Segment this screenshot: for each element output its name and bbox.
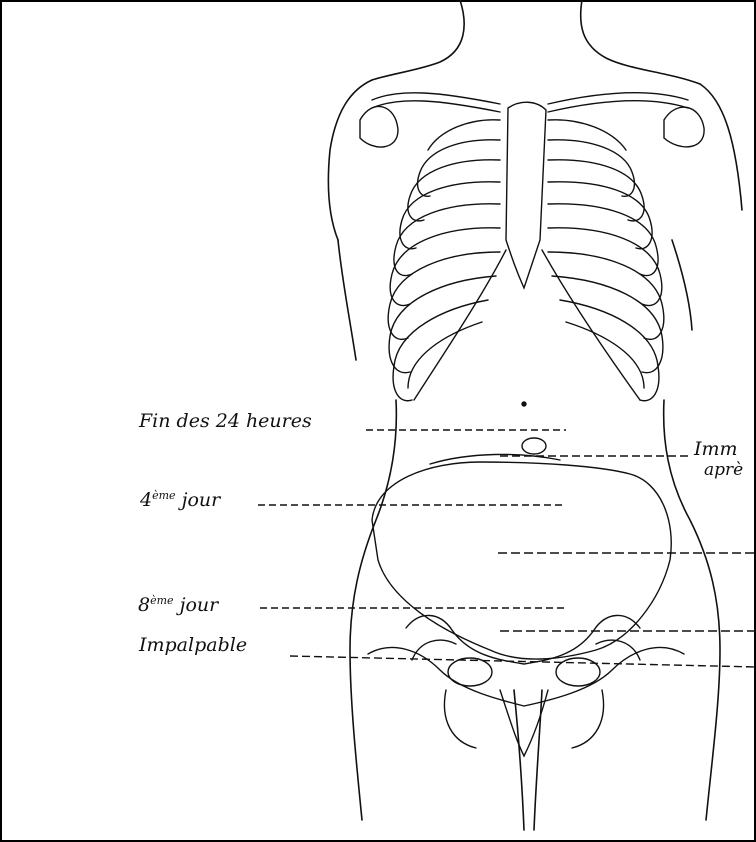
- body-outline: [328, 0, 742, 830]
- label-8eme-word: jour: [180, 594, 219, 616]
- label-8eme-superscript: ème: [150, 594, 173, 607]
- label-fin-24-heures: Fin des 24 heures: [139, 412, 312, 431]
- skeleton: [360, 93, 704, 756]
- label-4eme-jour: 4ème jour: [140, 490, 220, 510]
- label-8eme-number: 8: [138, 594, 150, 616]
- label-impalpable: Impalpable: [139, 636, 247, 655]
- label-4eme-word: jour: [182, 489, 221, 511]
- label-immediately-line2: aprè: [704, 462, 743, 479]
- label-8eme-jour: 8ème jour: [138, 595, 218, 615]
- label-4eme-superscript: ème: [152, 489, 175, 502]
- label-immediately-line1: Imm: [694, 440, 738, 459]
- leader-lines: [258, 430, 756, 667]
- label-4eme-number: 4: [140, 489, 152, 511]
